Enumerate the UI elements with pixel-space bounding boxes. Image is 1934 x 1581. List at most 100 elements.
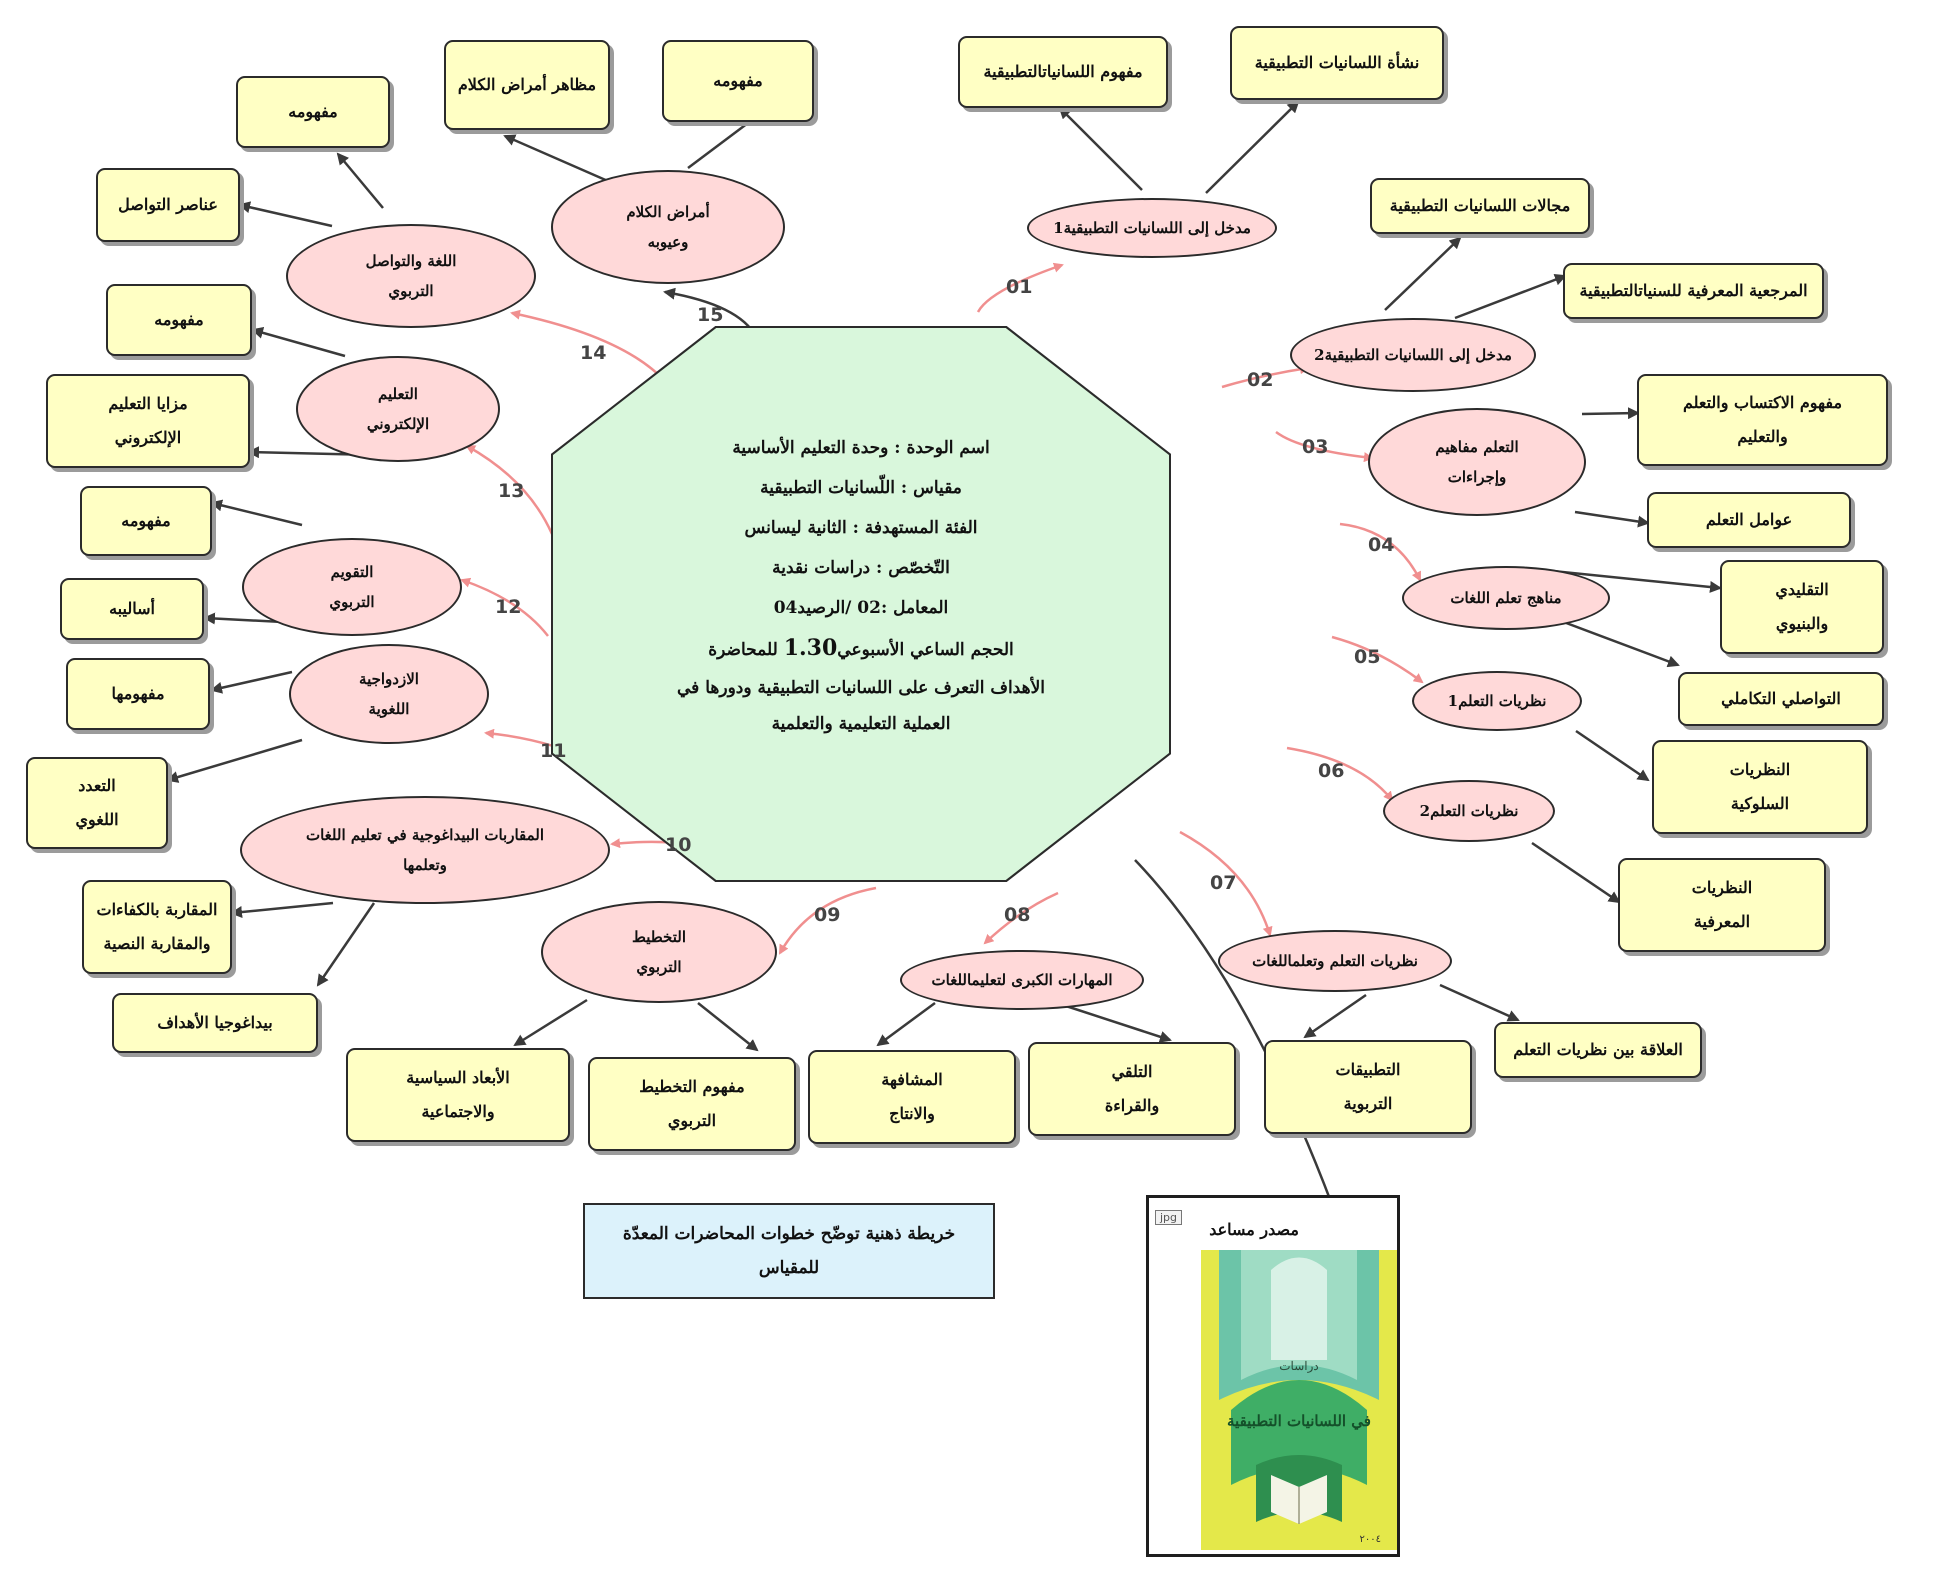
- target-audience: الفئة المستهدفة : الثانية ليسانس: [744, 518, 978, 538]
- arrow-to-lecture-12: [460, 577, 549, 637]
- lecture-node-01[interactable]: مدخل إلى اللسانيات التطبيقية1: [1027, 198, 1277, 258]
- weekly-hours-value: 1.30: [783, 635, 838, 661]
- topic-box-epistemic-reference[interactable]: المرجعية المعرفية للسنياتالتطبيقية: [1563, 263, 1824, 319]
- book-cover-image[interactable]: دراسات في اللسانيات التطبيقية ٢٠٠٤: [1201, 1250, 1397, 1550]
- source-title: مصدر مساعد: [1209, 1220, 1299, 1239]
- link-l13-t24: [251, 326, 346, 358]
- link-l11-t20: [210, 670, 293, 694]
- unit-name: اسم الوحدة : وحدة التعليم الأساسية: [732, 438, 990, 458]
- lecture-label: مدخل إلى اللسانيات التطبيقية1: [1053, 219, 1251, 237]
- topic-box-communication-concept[interactable]: مفهومه: [236, 76, 390, 148]
- weekly-hours-suffix: للمحاضرة: [708, 640, 778, 660]
- topic-box-learning-factors[interactable]: عوامل التعلم: [1647, 492, 1851, 548]
- cover-small-title: دراسات: [1279, 1359, 1318, 1373]
- arrow-to-lecture-03: [1275, 430, 1374, 463]
- topic-box-speech-disorder-symptoms[interactable]: مظاهر أمراض الكلام: [444, 40, 610, 130]
- lecture-node-04[interactable]: مناهج تعلم اللغات: [1402, 566, 1610, 630]
- book-cover-art: دراسات في اللسانيات التطبيقية ٢٠٠٤: [1201, 1250, 1397, 1550]
- lecture-number-11: 11: [540, 740, 567, 762]
- link-l09-t15: [697, 1002, 759, 1052]
- link-l07-t11: [1439, 983, 1520, 1022]
- lecture-number-15: 15: [697, 304, 724, 326]
- lecture-node-05[interactable]: نظريات التعلم1: [1412, 671, 1582, 731]
- link-l09-t16: [513, 998, 588, 1047]
- topic-box-communication-elements[interactable]: عناصر التواصل: [96, 168, 240, 242]
- topic-box-diglossia-concept[interactable]: مفهومها: [66, 658, 210, 730]
- lecture-label: المهارات الكبرى لتعليماللغات: [931, 971, 1113, 989]
- topic-box-fields-applied-linguistics[interactable]: مجالات اللسانيات التطبيقية: [1370, 178, 1590, 234]
- lecture-node-07[interactable]: نظريات التعلم وتعلماللغات: [1218, 930, 1452, 992]
- file-type-tag: jpg: [1155, 1210, 1183, 1225]
- lecture-label: مناهج تعلم اللغات: [1450, 589, 1562, 607]
- cover-main-title: في اللسانيات التطبيقية: [1227, 1412, 1371, 1431]
- topic-box-objectives-pedagogy[interactable]: بيداغوجيا الأهداف: [112, 993, 318, 1053]
- lecture-number-05: 05: [1354, 646, 1381, 668]
- lecture-number-07: 07: [1210, 872, 1237, 894]
- lecture-number-04: 04: [1368, 534, 1395, 556]
- link-l08-t13: [1065, 1004, 1172, 1043]
- link-l15-t28: [687, 112, 762, 169]
- link-l10-t18: [230, 901, 334, 918]
- cover-year: ٢٠٠٤: [1360, 1534, 1381, 1545]
- lecture-number-06: 06: [1318, 760, 1345, 782]
- lecture-node-02[interactable]: مدخل إلى اللسانيات التطبيقية2: [1290, 318, 1536, 392]
- topic-box-theories-relationship[interactable]: العلاقة بين نظريات التعلم: [1494, 1022, 1702, 1078]
- reference-source-card[interactable]: jpg مصدر مساعد دراسات في اللسانيات التطب…: [1146, 1195, 1400, 1557]
- link-l12-t22: [210, 499, 303, 527]
- module-goals: الأهداف التعرف على اللسانيات التطبيقية و…: [677, 678, 1045, 734]
- topic-box-communicative-integrative[interactable]: التواصلي التكاملي: [1678, 672, 1884, 726]
- lecture-number-12: 12: [495, 596, 522, 618]
- lecture-number-08: 08: [1004, 904, 1031, 926]
- module-name: مقياس : اللّسانيات التطبيقية: [760, 478, 962, 498]
- topic-box-speech-disorder-concept[interactable]: مفهومه: [662, 40, 814, 122]
- arrow-to-lecture-13: [465, 444, 554, 535]
- weekly-hours: الحجم الساعي الأسبوعي1.30 للمحاضرة: [663, 628, 1059, 670]
- lecture-node-06[interactable]: نظريات التعلم2: [1383, 780, 1555, 842]
- lecture-node-08[interactable]: المهارات الكبرى لتعليماللغات: [900, 950, 1144, 1010]
- coefficient-credit: المعامل :02 /الرصيد04: [773, 598, 949, 618]
- arrow-to-lecture-06: [1286, 746, 1394, 802]
- lecture-number-01: 01: [1006, 276, 1033, 298]
- link-l14-t26: [336, 152, 384, 209]
- topic-box-evaluation-methods[interactable]: أساليبه: [60, 578, 204, 640]
- link-l07-t12: [1303, 993, 1367, 1039]
- topic-box-elearning-concept[interactable]: مفهومه: [106, 284, 252, 356]
- arrow-to-source: [1134, 859, 1343, 1228]
- mindmap-caption: خريطة ذهنية توضّح خطوات المحاضرات المعدّ…: [583, 1203, 995, 1299]
- topic-box-origin-applied-linguistics[interactable]: نشأة اللسانيات التطبيقية: [1230, 26, 1444, 100]
- lecture-label: مدخل إلى اللسانيات التطبيقية2: [1314, 346, 1512, 364]
- topic-box-concept-applied-linguistics[interactable]: مفهوم اللسانياتالتطبيقية: [958, 36, 1168, 108]
- specialty: التّخصّص : دراسات نقدية: [772, 558, 950, 578]
- arrow-to-lecture-08: [983, 891, 1059, 945]
- lecture-label: نظريات التعلم2: [1419, 802, 1519, 820]
- lecture-label: نظريات التعلم1: [1447, 692, 1547, 710]
- arrow-to-lecture-01: [976, 262, 1064, 313]
- topic-box-evaluation-concept[interactable]: مفهومه: [80, 486, 212, 556]
